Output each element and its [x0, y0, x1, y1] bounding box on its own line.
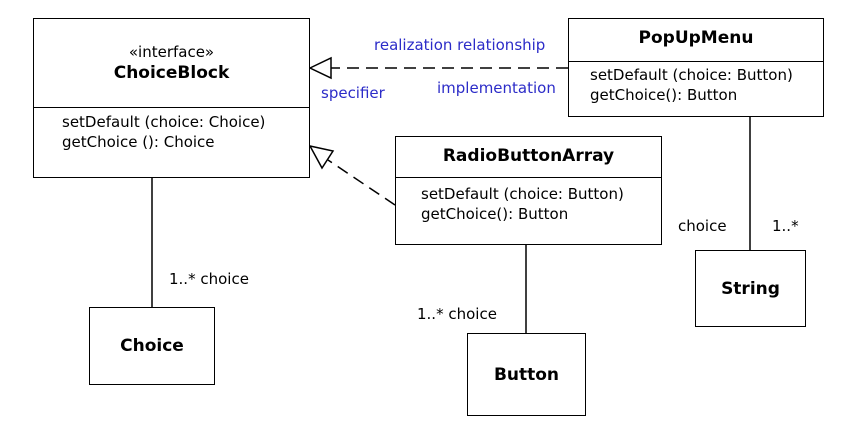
radiobuttonarray-operations: setDefault (choice: Button) getChoice():… — [396, 177, 661, 224]
choiceblock-header: «interface» ChoiceBlock — [34, 19, 309, 107]
class-popupmenu[interactable]: PopUpMenu setDefault (choice: Button) ge… — [568, 18, 824, 117]
choice-name: Choice — [120, 336, 184, 356]
radiobuttonarray-header: RadioButtonArray — [396, 137, 661, 177]
popupmenu-op: getChoice(): Button — [590, 86, 738, 104]
string-name: String — [721, 278, 780, 299]
choiceblock-name: ChoiceBlock — [113, 63, 230, 83]
radiobuttonarray-op: getChoice(): Button — [421, 205, 569, 223]
choiceblock-operations: setDefault (choice: Choice) getChoice ()… — [34, 107, 309, 152]
realization-line-radiobuttonarray — [327, 159, 396, 206]
radiobuttonarray-op: setDefault (choice: Button) — [421, 185, 624, 203]
label-specifier: specifier — [321, 84, 385, 102]
class-choiceblock[interactable]: «interface» ChoiceBlock setDefault (choi… — [33, 18, 310, 178]
class-button[interactable]: Button — [467, 333, 586, 416]
class-choice[interactable]: Choice — [89, 307, 215, 385]
button-name: Button — [493, 364, 560, 385]
choiceblock-op: getChoice (): Choice — [62, 133, 215, 151]
realization-arrowhead-radiobuttonarray — [308, 144, 335, 170]
realization-arrowhead-popupmenu — [308, 56, 332, 80]
label-button-multiplicity: 1..* choice — [417, 305, 497, 323]
label-implementation: implementation — [437, 79, 556, 97]
choiceblock-op: setDefault (choice: Choice) — [62, 113, 266, 131]
popupmenu-name: PopUpMenu — [638, 28, 754, 48]
popupmenu-operations: setDefault (choice: Button) getChoice():… — [569, 61, 823, 105]
radiobuttonarray-name: RadioButtonArray — [442, 146, 615, 166]
class-radiobuttonarray[interactable]: RadioButtonArray setDefault (choice: But… — [395, 136, 662, 245]
label-string-multiplicity: 1..* — [772, 217, 799, 235]
label-realization-relationship: realization relationship — [374, 36, 546, 54]
choiceblock-stereotype: «interface» — [128, 43, 215, 61]
class-string[interactable]: String — [695, 250, 806, 327]
label-choice-multiplicity: 1..* choice — [169, 270, 249, 288]
label-string-role: choice — [678, 217, 727, 235]
popupmenu-op: setDefault (choice: Button) — [590, 66, 793, 84]
popupmenu-header: PopUpMenu — [569, 19, 823, 61]
